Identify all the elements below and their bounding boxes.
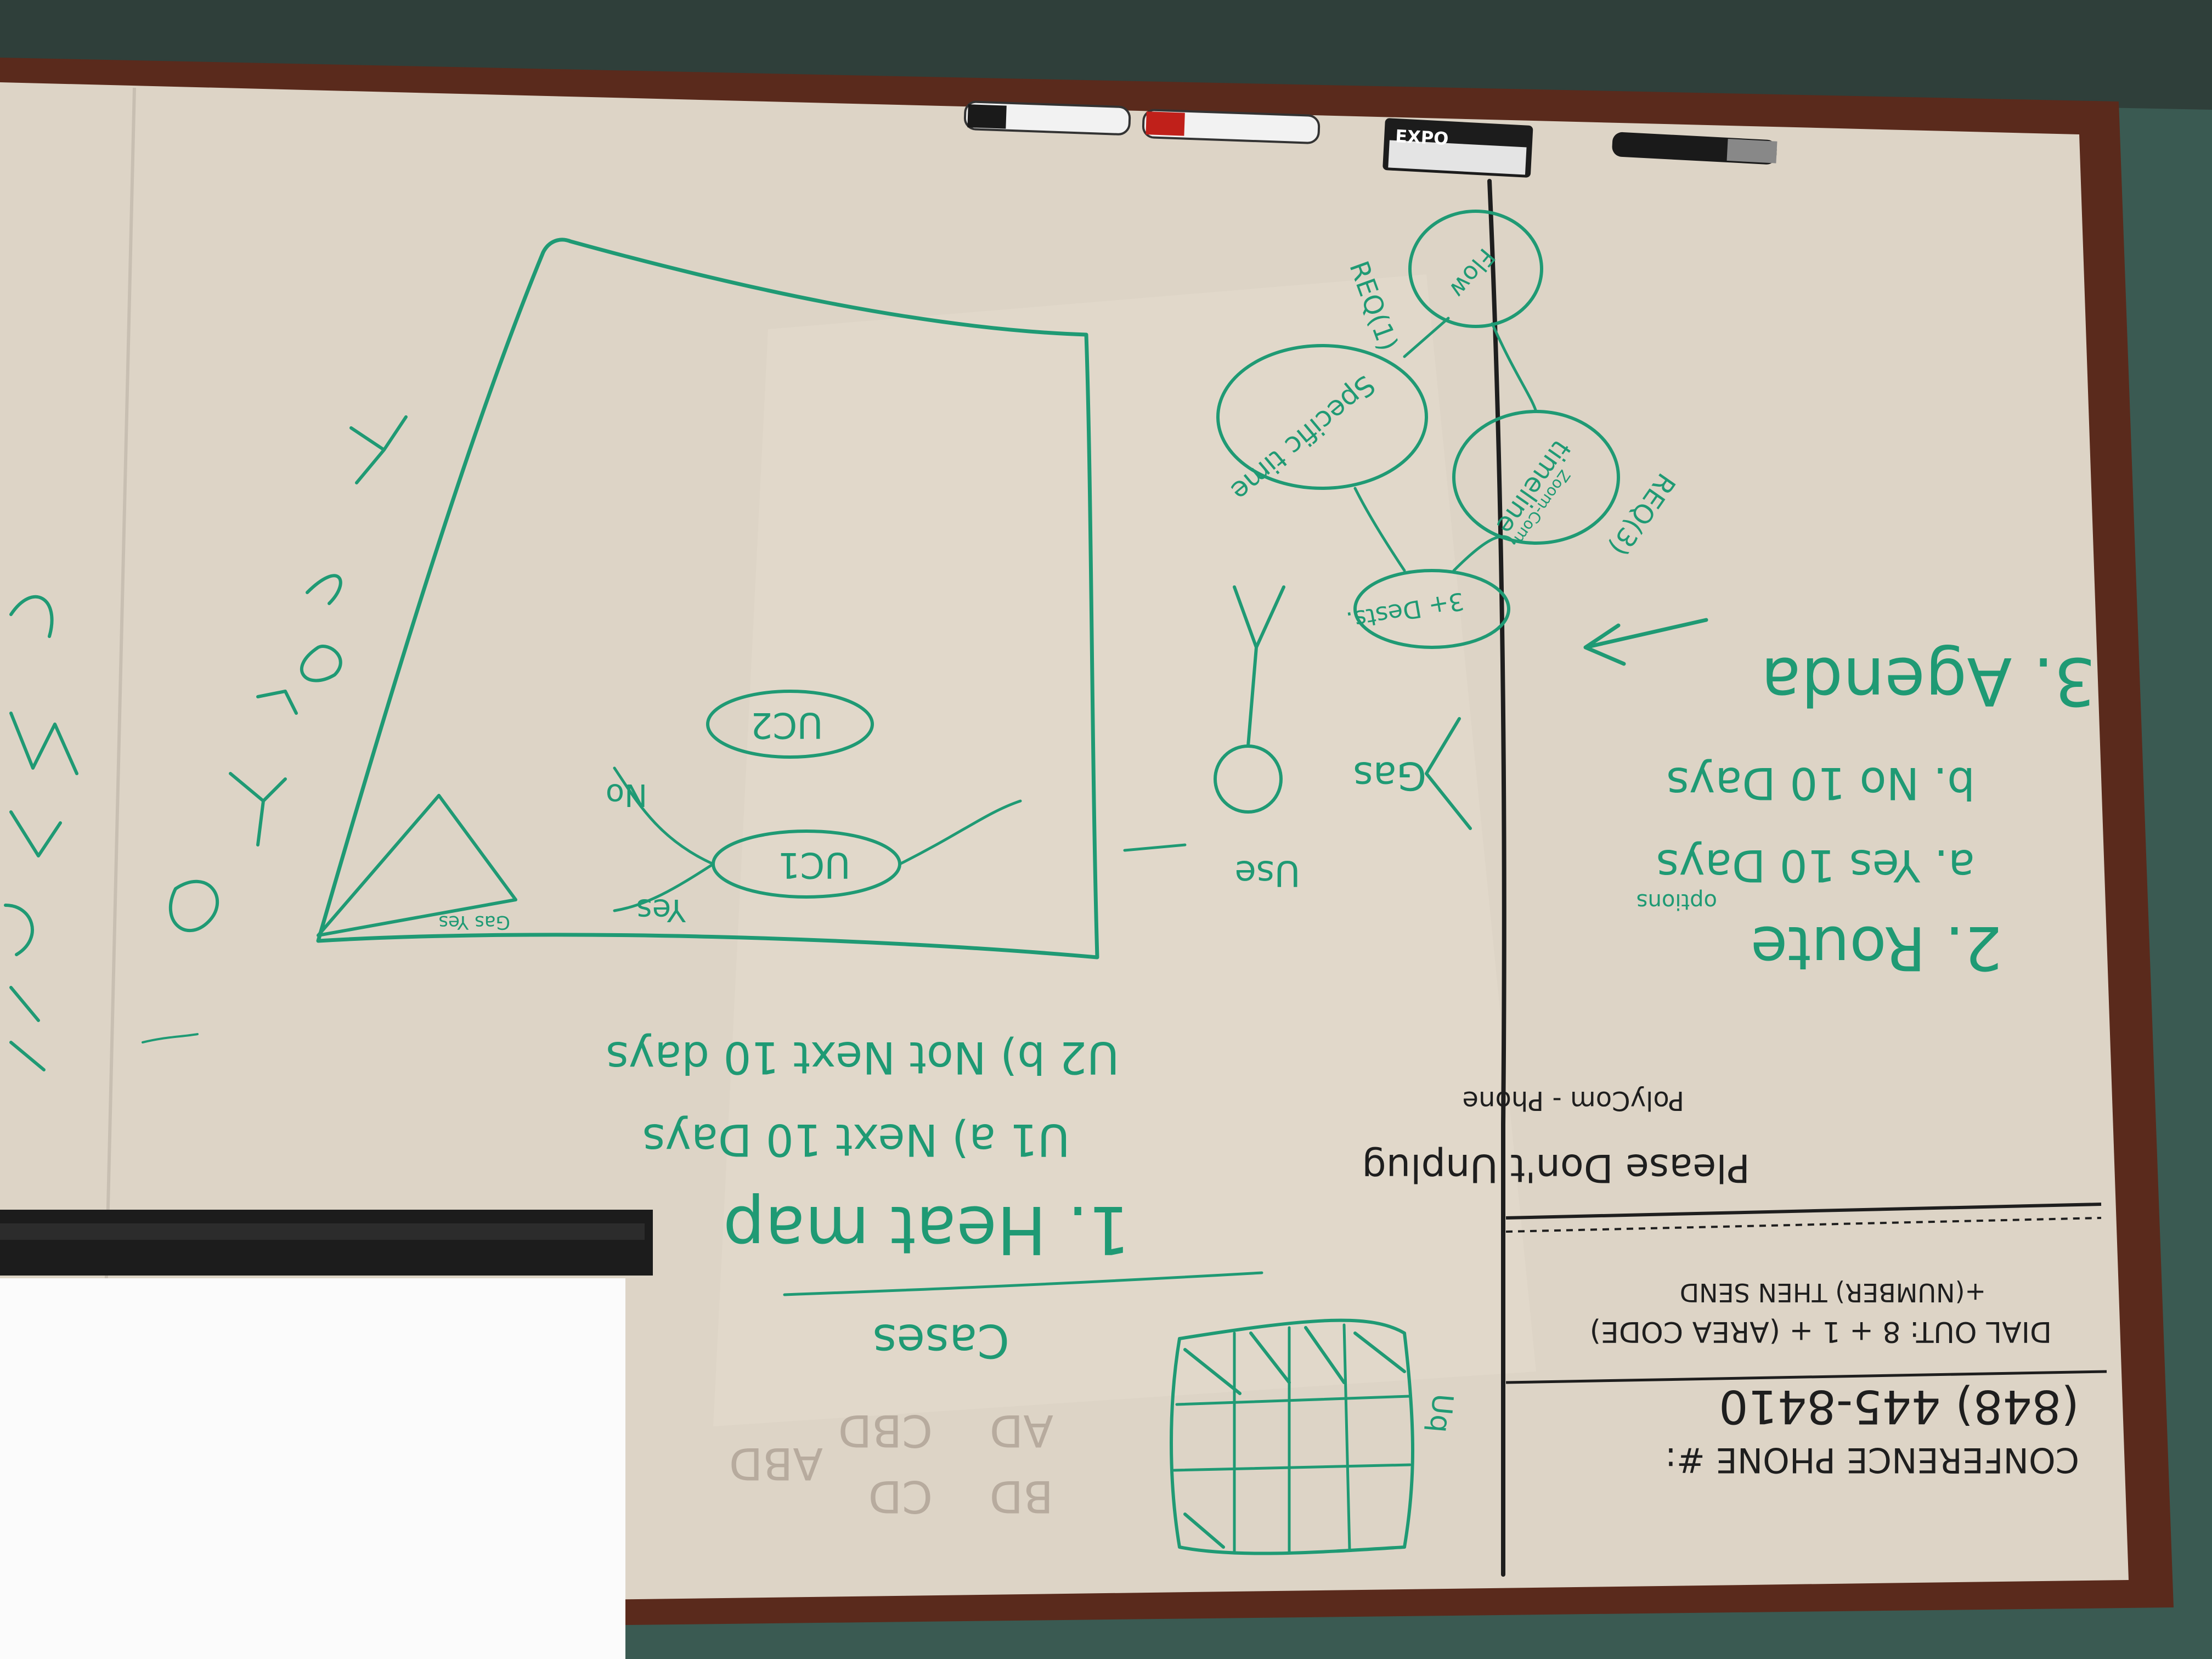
uc2-oval [706,690,874,759]
cases-label: Cases [873,1314,1009,1368]
uc-labels: UC1 UC2 Yes No Gas Yes [438,704,850,933]
diagram-box [316,238,1099,960]
agenda-item2-options: options [1637,889,1717,914]
user-figure-body [1233,585,1285,748]
agenda-item2-b: b. No 10 Days [1666,758,1975,809]
flow-oval [1408,210,1543,328]
agenda-item1-b: U2 b) Not Next 10 days [606,1032,1119,1083]
uc2-label: UC2 [751,704,823,745]
gas-yes-label: Gas Yes [438,911,510,933]
notice-block: Please Don't Unplug PolyCom - Phone DIAL… [1362,1085,2079,1480]
agenda-item3-title: 3. Agenda [1761,642,2096,719]
notice-unplug-line2: PolyCom - Phone [1462,1085,1684,1116]
svg-text:AD: AD [990,1405,1053,1456]
gas-label: Gas [1353,753,1426,798]
agenda-heatmap: 1. Heat map U1 a) Next 10 Days U2 b) Not… [606,1032,1130,1267]
left-edge-fragments [4,595,199,1071]
agenda-item1-a: U1 a) Next 10 Days [642,1114,1070,1165]
specific-time-oval [1216,344,1428,490]
agenda-route: 2. Route a. Yes 10 Days b. No 10 Days op… [1637,642,2096,983]
notice-separator [1505,1203,2102,1220]
svg-text:CD: CD [868,1471,933,1522]
marker-tray: EXPO [963,100,1778,178]
agenda-item2-a: a. Yes 10 Days [1656,840,1975,891]
svg-text:BD: BD [990,1471,1053,1522]
notice-phone: (848) 445-8410 [1719,1380,2079,1434]
notice-separator [1505,1370,2107,1384]
agenda-item1-title: 1. Heat map [723,1191,1130,1267]
yes-label: Yes [636,892,686,928]
faint-letters: BD AD CD CBD ABD [729,1405,1053,1522]
notice-dial-out: DIAL OUT: 8 + 1 + (AREA CODE) [1590,1315,2052,1348]
projector-housing [0,1210,653,1276]
agenda-arrow [1583,618,1708,666]
use-label: Use [1234,853,1300,893]
notice-unplug-line1: Please Don't Unplug [1362,1146,1750,1190]
projector-screen [0,1210,653,1659]
diagram-triangle [317,794,517,937]
notice-dial-then: +(NUMBER) THEN SEND [1680,1278,1986,1307]
left-figures [168,415,408,933]
notice-conference: CONFERENCE PHONE #: [1665,1440,2079,1480]
svg-text:CBD: CBD [838,1405,933,1456]
svg-text:ABD: ABD [729,1438,823,1489]
heatmap-grid [1170,1318,1414,1555]
eraser-brand: EXPO [1395,126,1449,149]
uq-label: Uq [1423,1392,1459,1434]
projector-screen-fabric [0,1278,625,1659]
gas-bracket [1425,717,1472,830]
cases-underline [783,1271,1263,1296]
marker-icon [1142,109,1321,144]
divider-line [1487,179,1506,1577]
no-label: No [606,777,647,812]
wall-shadow [0,0,2212,110]
dests-oval [1353,569,1510,649]
uc1-label: UC1 [778,844,850,885]
agenda-item2-title: 2. Route [1751,913,2002,983]
